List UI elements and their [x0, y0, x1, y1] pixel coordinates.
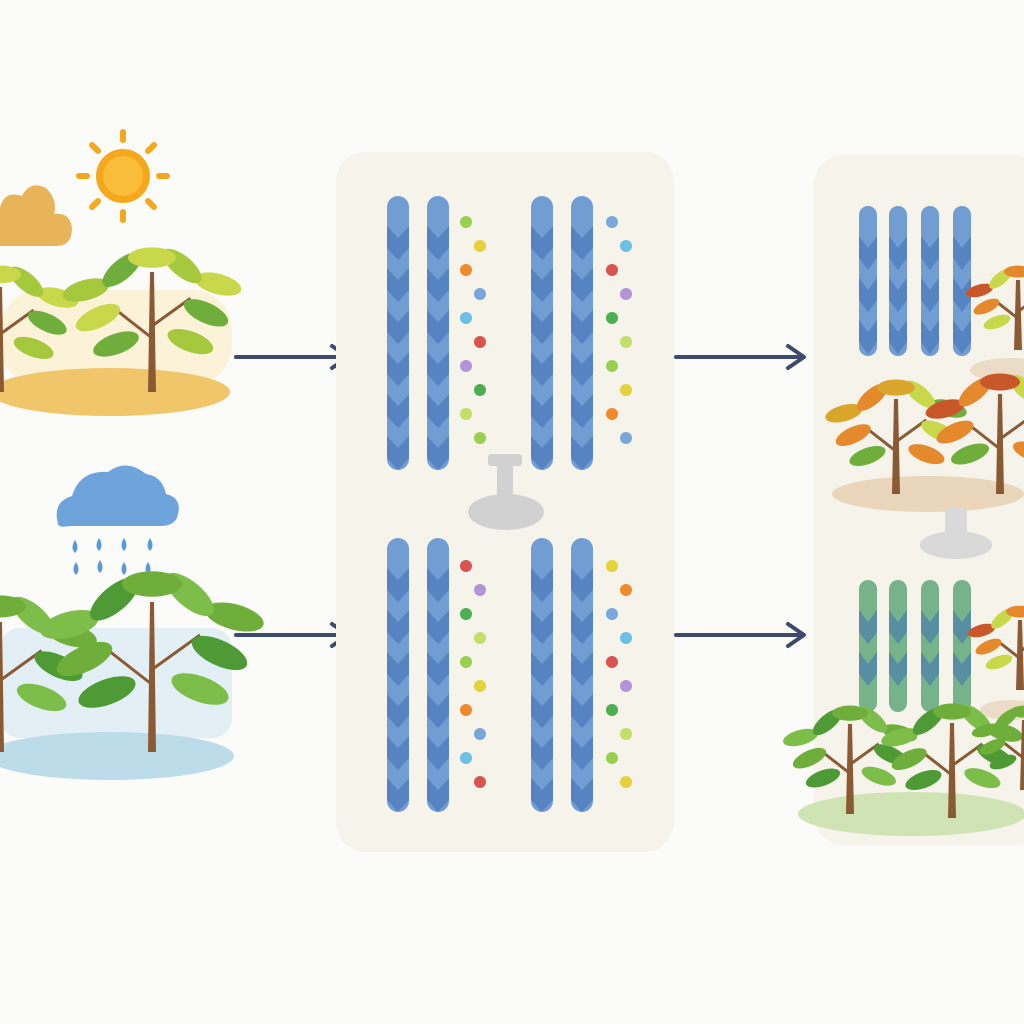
cloud-icon — [0, 185, 72, 246]
tree-icon — [40, 571, 264, 752]
dot-icon — [474, 584, 486, 596]
raindrop-icon — [73, 562, 79, 575]
dot-icon — [474, 240, 486, 252]
chromosome-icon — [387, 538, 409, 812]
wet-ground — [0, 732, 234, 780]
chromosome-icon — [859, 206, 877, 356]
raindrop-icon — [97, 560, 103, 573]
dot-icon — [474, 680, 486, 692]
tan-ground — [832, 476, 1024, 512]
chromosome-icon — [427, 538, 449, 812]
chromosome-icon — [427, 196, 449, 470]
dot-icon — [620, 384, 632, 396]
chromosome-icon — [571, 538, 593, 812]
rain-cloud-icon — [56, 465, 179, 527]
dot-icon — [460, 216, 472, 228]
tree-icon — [62, 247, 242, 392]
arrow-right-icon — [234, 344, 350, 370]
chromosome-icon — [531, 538, 553, 812]
tree-icon — [0, 265, 79, 392]
sun-icon — [76, 129, 170, 223]
chromosome-icon — [859, 580, 877, 712]
dot-icon — [474, 728, 486, 740]
dot-icon — [606, 360, 618, 372]
tree-icon — [971, 705, 1024, 790]
dot-icon — [474, 776, 486, 788]
dot-icon — [474, 384, 486, 396]
dot-icon — [460, 608, 472, 620]
raindrop-icon — [96, 538, 102, 551]
tree-icon — [967, 605, 1024, 690]
arrow-right-icon — [674, 344, 806, 370]
raindrop-icon — [121, 562, 127, 575]
dot-icon — [460, 312, 472, 324]
chromosome-icon — [531, 196, 553, 470]
chromosome-icon — [921, 580, 939, 712]
dot-icon — [606, 264, 618, 276]
tree-icon — [965, 265, 1024, 350]
grass-ground — [798, 792, 1024, 836]
raindrop-icon — [147, 538, 153, 551]
dot-icon — [606, 704, 618, 716]
chromosome-icon — [921, 206, 939, 356]
dot-icon — [620, 336, 632, 348]
dot-icon — [460, 560, 472, 572]
dot-icon — [460, 408, 472, 420]
chromosome-icon — [953, 206, 971, 356]
dot-icon — [606, 312, 618, 324]
chromosome-icon — [889, 206, 907, 356]
dot-icon — [620, 776, 632, 788]
arrow-right-icon — [674, 622, 806, 648]
dot-icon — [474, 288, 486, 300]
dot-icon — [620, 632, 632, 644]
drought-condition-group — [0, 129, 242, 416]
dot-icon — [474, 432, 486, 444]
dot-icon — [606, 752, 618, 764]
stand-icon — [920, 508, 992, 559]
dot-icon — [620, 432, 632, 444]
dot-icon — [620, 680, 632, 692]
dry-ground-front — [0, 368, 230, 416]
chromosome-icon — [571, 196, 593, 470]
dot-icon — [606, 408, 618, 420]
dot-icon — [474, 632, 486, 644]
dot-icon — [606, 656, 618, 668]
dot-icon — [606, 560, 618, 572]
raindrop-icon — [121, 538, 127, 551]
dot-icon — [620, 584, 632, 596]
dot-icon — [460, 360, 472, 372]
dot-icon — [620, 288, 632, 300]
chromosome-icon — [953, 580, 971, 712]
tree-icon — [881, 703, 1023, 818]
dot-icon — [620, 728, 632, 740]
dot-icon — [460, 264, 472, 276]
dot-icon — [620, 240, 632, 252]
tree-icon — [925, 373, 1024, 494]
dot-icon — [460, 704, 472, 716]
wet-condition-group — [0, 465, 264, 780]
chromosome-icon — [387, 196, 409, 470]
stand-icon — [468, 454, 544, 530]
raindrop-icon — [72, 540, 78, 553]
dot-icon — [606, 608, 618, 620]
dot-icon — [474, 336, 486, 348]
dot-icon — [606, 216, 618, 228]
dot-icon — [460, 656, 472, 668]
chromosome-icon — [889, 580, 907, 712]
dot-icon — [460, 752, 472, 764]
